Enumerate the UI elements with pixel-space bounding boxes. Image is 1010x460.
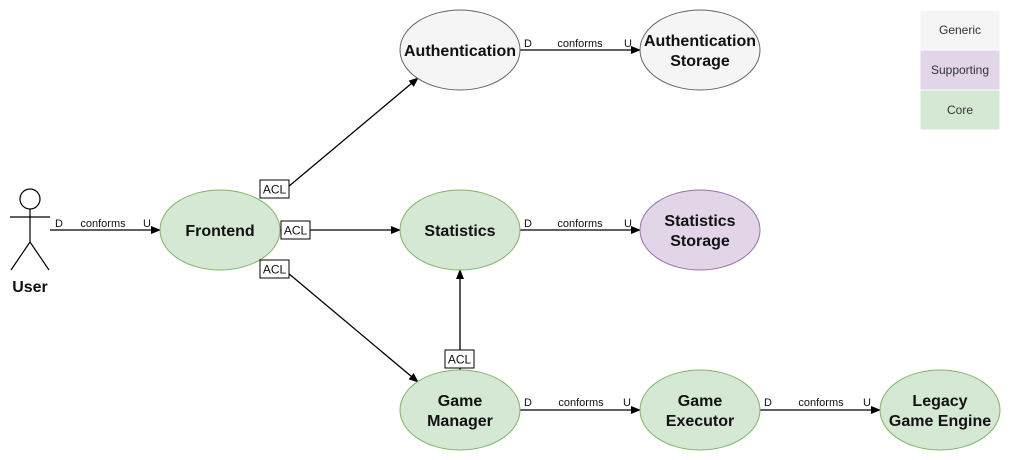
relation-label: conforms	[557, 38, 603, 50]
node-shape	[639, 9, 761, 91]
node-label: Frontend	[185, 223, 254, 240]
relation-label: conforms	[557, 218, 603, 230]
legend-label: Supporting	[931, 63, 989, 77]
node-shape	[399, 369, 521, 451]
downstream-label: D	[524, 38, 532, 50]
node-label: Statistics	[664, 213, 735, 230]
node-label: Authentication	[404, 43, 516, 60]
node-statistics[interactable]: Statistics	[399, 189, 521, 271]
node-label: Authentication	[644, 33, 756, 50]
node-shape	[879, 369, 1001, 451]
acl-box	[280, 220, 311, 240]
node-shape	[639, 369, 761, 451]
acl-box	[444, 349, 475, 369]
edge-frontend-game-manager[interactable]	[287, 272, 419, 383]
user-leg-left	[10, 241, 31, 271]
downstream-label: D	[524, 218, 532, 230]
acl-frontend-game-manager: ACL	[259, 259, 290, 279]
downstream-label: D	[764, 397, 772, 409]
node-shape	[399, 9, 521, 91]
node-shape	[639, 189, 761, 271]
legend-item-supporting: Supporting	[919, 49, 1001, 91]
upstream-label: U	[624, 38, 632, 50]
acl-label: ACL	[448, 353, 472, 367]
node-frontend[interactable]: Frontend	[159, 189, 281, 271]
upstream-label: U	[863, 397, 871, 409]
legend-item-generic: Generic	[919, 9, 1001, 51]
node-label: Game	[678, 393, 723, 410]
upstream-label: U	[143, 218, 151, 230]
legend-swatch	[919, 89, 1001, 131]
node-label: Legacy	[912, 393, 967, 410]
node-label: Game Engine	[889, 413, 991, 430]
legend-swatch	[919, 49, 1001, 91]
upstream-label: U	[624, 218, 632, 230]
relation-label: conforms	[798, 397, 844, 409]
acl-layer: ACL ACL ACL ACL	[259, 179, 475, 369]
user-leg-right	[29, 241, 50, 271]
relation-label: conforms	[80, 218, 126, 230]
node-authentication[interactable]: Authentication	[399, 9, 521, 91]
user-head	[19, 188, 41, 210]
downstream-label: D	[524, 397, 532, 409]
node-shape	[399, 189, 521, 271]
node-label: Storage	[670, 233, 730, 250]
relation-label: conforms	[558, 397, 604, 409]
edge-frontend-authentication[interactable]	[287, 77, 419, 188]
legend-label: Core	[947, 103, 973, 117]
legend-swatch	[919, 9, 1001, 51]
acl-label: ACL	[263, 263, 287, 277]
node-label: Executor	[666, 413, 734, 430]
legend-label: Generic	[939, 23, 981, 37]
legend-item-core: Core	[919, 89, 1001, 131]
upstream-label: U	[623, 397, 631, 409]
node-label: Manager	[427, 413, 493, 430]
node-label: Statistics	[424, 223, 495, 240]
acl-frontend-authentication: ACL	[259, 179, 290, 199]
node-shape	[159, 189, 281, 271]
acl-frontend-statistics: ACL	[280, 220, 311, 240]
nodes-layer: FrontendAuthenticationAuthenticationStor…	[159, 9, 1001, 451]
downstream-label: D	[55, 218, 63, 230]
user-actor[interactable]: User	[10, 188, 50, 296]
user-label: User	[12, 279, 48, 296]
acl-box	[259, 259, 290, 279]
acl-label: ACL	[284, 224, 308, 238]
acl-box	[259, 179, 290, 199]
acl-game-manager-statistics: ACL	[444, 349, 475, 369]
acl-label: ACL	[263, 183, 287, 197]
node-label: Storage	[670, 53, 730, 70]
node-label: Game	[438, 393, 483, 410]
